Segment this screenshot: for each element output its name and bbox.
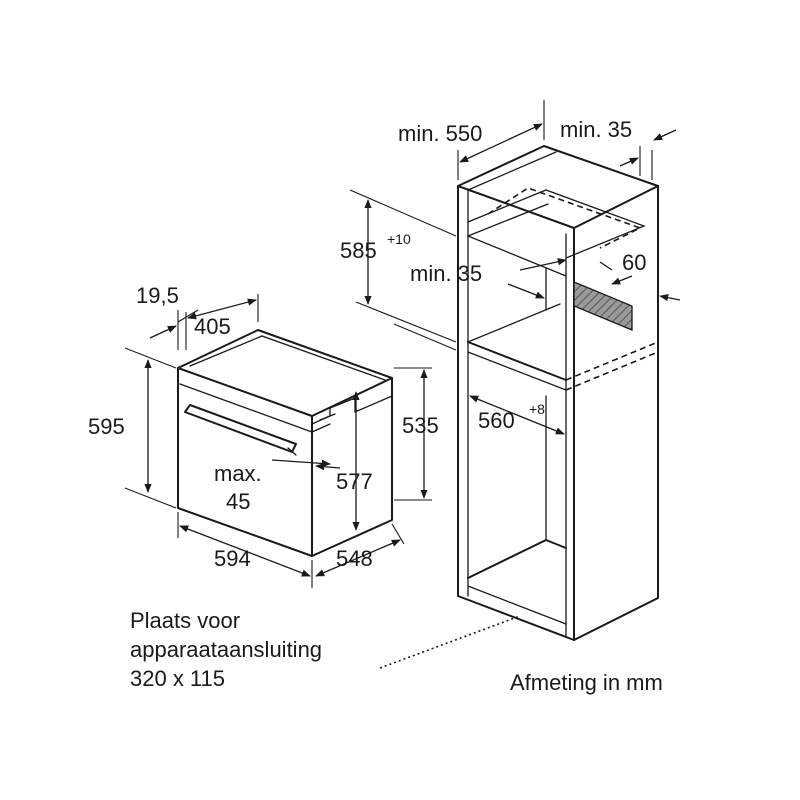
dim-594: 594 [214,546,251,571]
dim-60: 60 [622,250,646,275]
connection-leader [379,615,521,669]
dim-min-35-vent: min. 35 [410,261,482,286]
dim-595: 595 [88,414,125,439]
dim-560-tol: +8 [529,401,545,417]
dimension-labels: 19,5 405 595 594 548 max. 45 577 535 min… [88,117,646,571]
connection-note-line2: apparaataansluiting [130,637,322,662]
units-note: Afmeting in mm [510,670,663,695]
vent-opening [573,281,633,331]
dim-577: 577 [336,469,373,494]
dim-585-tol: +10 [387,231,411,247]
dim-19-5: 19,5 [136,283,179,308]
dim-max-label: max. [214,461,262,486]
oven-drawing [177,329,393,557]
dim-548: 548 [336,546,373,571]
dim-405: 405 [194,314,231,339]
dim-535: 535 [402,413,439,438]
oven-dimensions [124,294,432,588]
connection-note-line1: Plaats voor [130,608,240,633]
notes: Plaats voor apparaataansluiting 320 x 11… [130,608,663,695]
dim-585: 585 [340,238,377,263]
cabinet-drawing [457,145,659,641]
dim-45: 45 [226,489,250,514]
cabinet-dimensions [349,100,681,435]
connection-note-line3: 320 x 115 [130,666,225,691]
dim-560: 560 [478,408,515,433]
dim-min-35-top: min. 35 [560,117,632,142]
dim-min-550: min. 550 [398,121,482,146]
